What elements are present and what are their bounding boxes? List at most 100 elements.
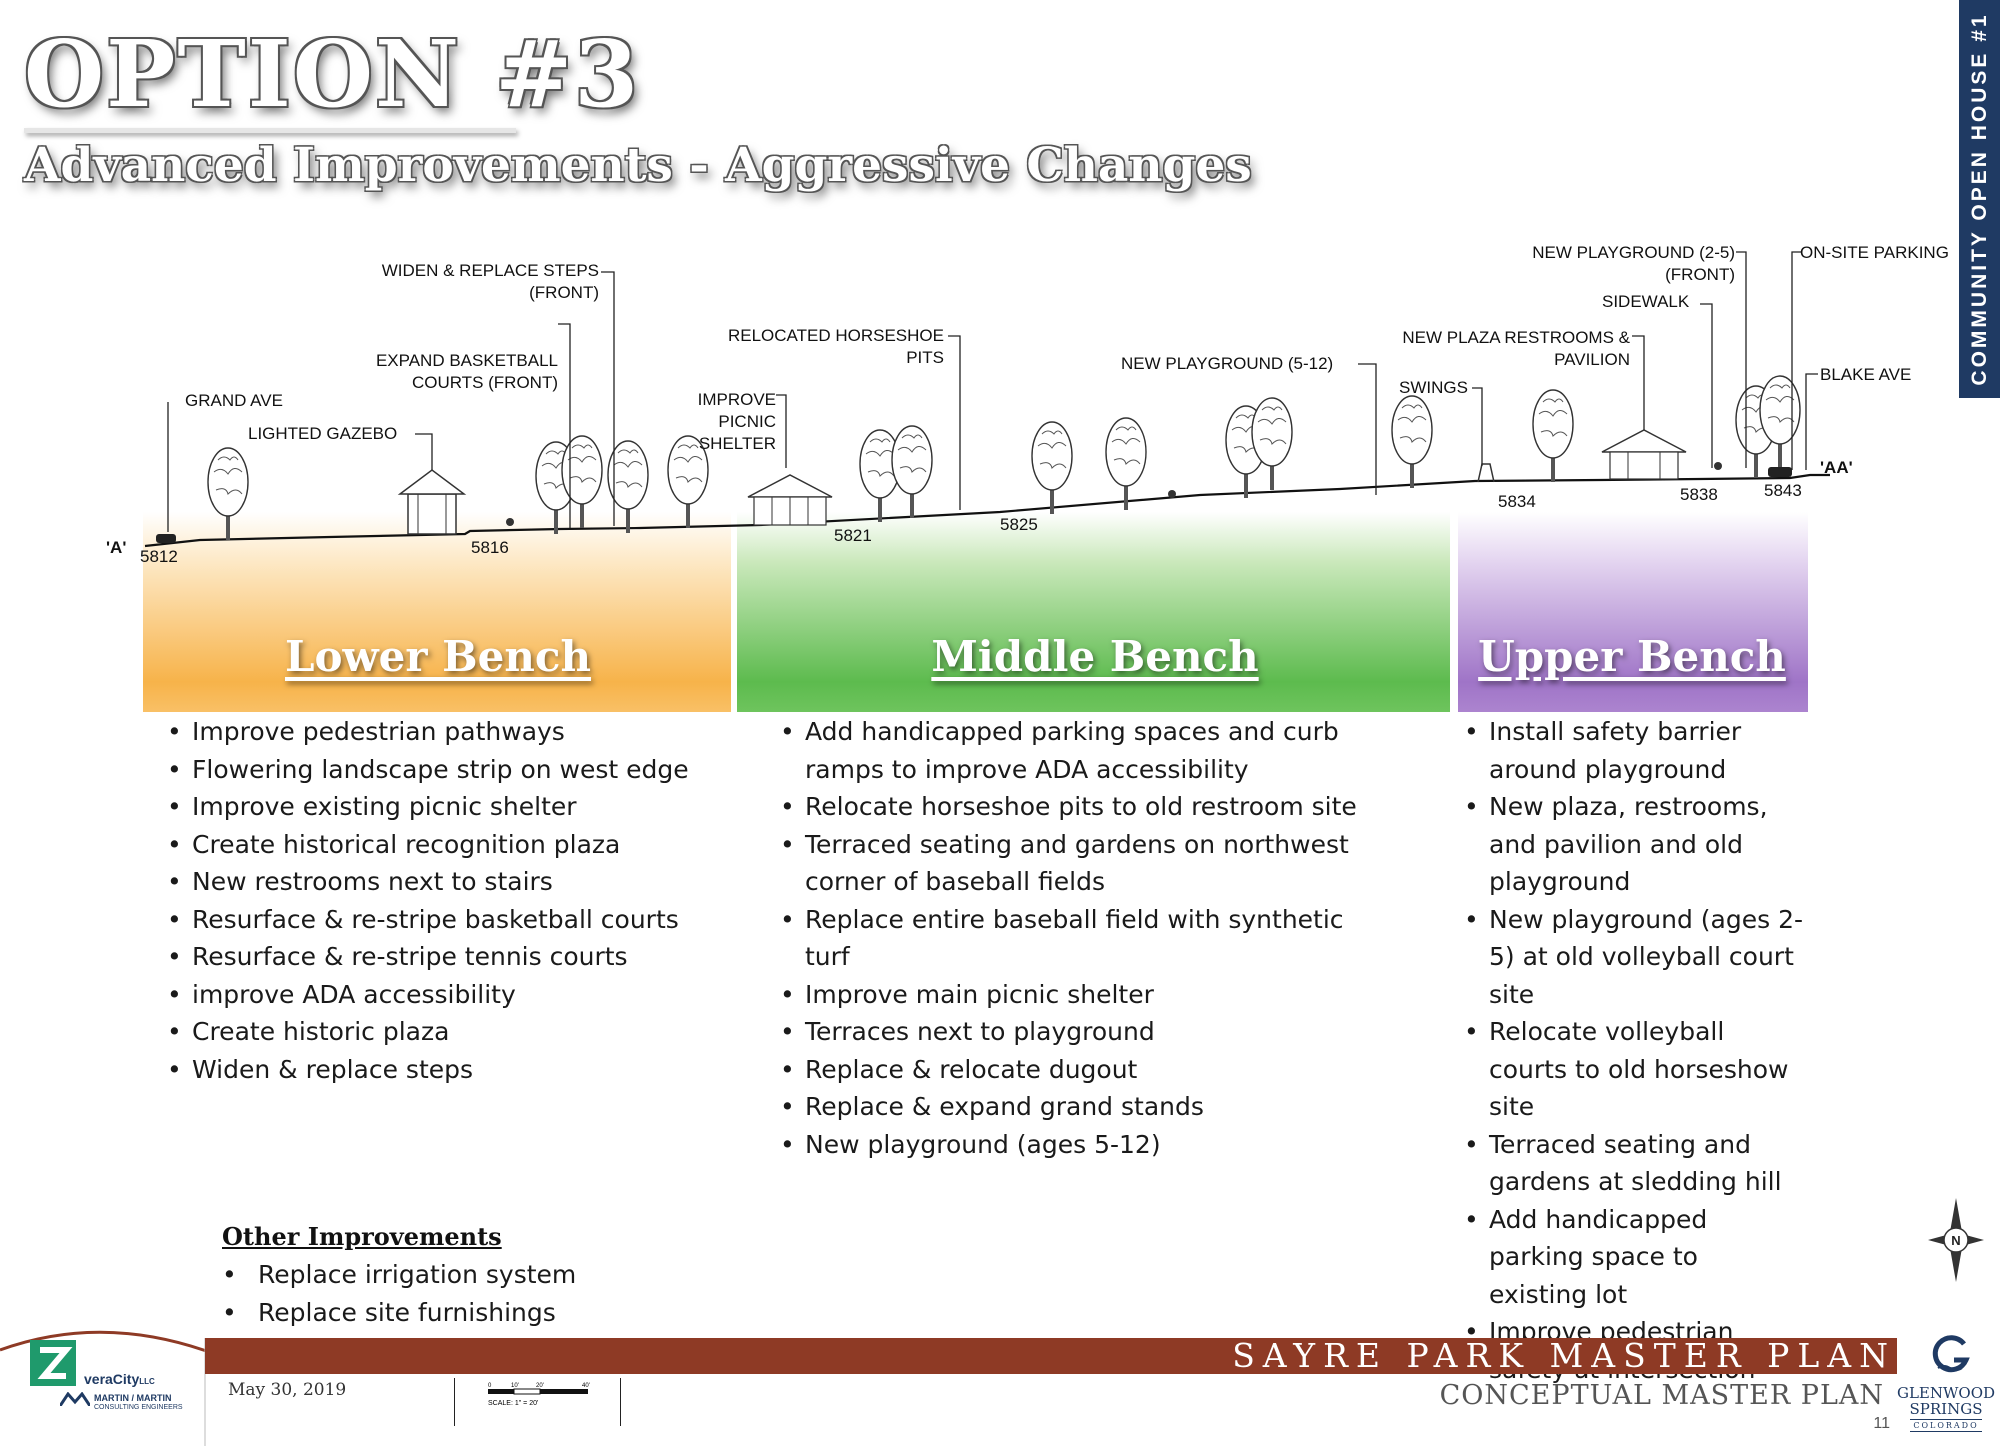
middle-bench-list: Add handicapped parking spaces and curb … <box>780 713 1380 1163</box>
list-item: Create historical recognition plaza <box>167 826 727 864</box>
glenwood-logo-icon <box>1932 1335 1970 1373</box>
scale-tick: 10' <box>511 1383 519 1389</box>
middle-bench-title: Middle Bench <box>931 632 1259 681</box>
divider <box>454 1378 455 1426</box>
list-item: Replace site furnishings <box>222 1294 576 1332</box>
middle-bench-band <box>737 512 1450 712</box>
list-item: Replace & relocate dugout <box>780 1051 1380 1089</box>
list-item: Improve existing picnic shelter <box>167 788 727 826</box>
tree-icon <box>561 435 603 529</box>
car-icon <box>1768 467 1792 477</box>
label-expand-basketball: EXPAND BASKETBALL COURTS (FRONT) <box>375 351 558 392</box>
page-subtitle: Advanced Improvements - Aggressive Chang… <box>24 138 1252 193</box>
scale-label: SCALE: 1" = 20' <box>488 1400 538 1407</box>
list-item: New playground (ages 5-12) <box>780 1126 1380 1164</box>
list-item: Replace irrigation system <box>222 1256 576 1294</box>
section-marker-a: 'A' <box>106 538 127 557</box>
martin-logo-icon <box>58 1391 92 1407</box>
tree-icon <box>1251 397 1293 491</box>
person-icon <box>1714 462 1722 470</box>
divider <box>620 1378 621 1426</box>
tree-icon <box>207 447 249 541</box>
lower-bench-list: Improve pedestrian pathways Flowering la… <box>167 713 727 1088</box>
tree-icon <box>1031 421 1073 515</box>
list-item: Create historic plaza <box>167 1013 727 1051</box>
z-logo-icon <box>30 1340 76 1386</box>
list-item: Terraced seating and gardens at sledding… <box>1464 1126 1804 1201</box>
list-item: New restrooms next to stairs <box>167 863 727 901</box>
other-improvements-title: Other Improvements <box>222 1222 502 1251</box>
label-new-plaza: NEW PLAZA RESTROOMS & PAVILION <box>1402 328 1630 369</box>
date: May 30, 2019 <box>228 1380 347 1400</box>
list-item: Add handicapped parking space to existin… <box>1464 1201 1804 1314</box>
list-item: Terraces next to playground <box>780 1013 1380 1051</box>
veracity-logo: veraCityLLC <box>84 1371 155 1387</box>
footer-bar <box>205 1338 1897 1374</box>
label-grand-ave: GRAND AVE <box>185 391 283 410</box>
elevation-label: 5821 <box>834 526 872 545</box>
list-item: New plaza, restrooms, and pavilion and o… <box>1464 788 1804 901</box>
glenwood-logo-text: GLENWOOD SPRINGS COLORADO <box>1896 1384 1996 1432</box>
label-widen-steps: WIDEN & REPLACE STEPS (FRONT) <box>381 261 599 302</box>
list-item: Resurface & re-stripe basketball courts <box>167 901 727 939</box>
page-title: OPTION #3 <box>24 20 641 128</box>
scale-tick: 20' <box>536 1383 544 1389</box>
label-new-playground-5-12: NEW PLAYGROUND (5-12) <box>1121 354 1334 373</box>
elevation-label: 5843 <box>1764 481 1802 500</box>
tree-icon <box>891 425 933 519</box>
north-arrow-icon: N <box>1928 1198 1984 1282</box>
list-item: Relocate horseshoe pits to old restroom … <box>780 788 1380 826</box>
site-section-drawing <box>144 251 1830 548</box>
list-item: Install safety barrier around playground <box>1464 713 1804 788</box>
label-lighted-gazebo: LIGHTED GAZEBO <box>248 424 398 443</box>
list-item: Relocate volleyball courts to old horses… <box>1464 1013 1804 1126</box>
side-tab: COMMUNITY OPEN HOUSE #1 <box>1959 0 2000 398</box>
gazebo-icon <box>397 469 467 535</box>
lower-bench-title: Lower Bench <box>284 632 592 681</box>
label-onsite-parking: ON-SITE PARKING <box>1800 243 1949 262</box>
tree-icon <box>1759 375 1801 469</box>
person-icon <box>1168 490 1176 498</box>
elevation-label: 5838 <box>1680 485 1718 504</box>
elevation-label: 5812 <box>140 547 178 566</box>
label-new-playground-2-5: NEW PLAYGROUND (2-5) (FRONT) <box>1532 243 1735 284</box>
tree-icon <box>1532 389 1574 483</box>
elevation-label: 5825 <box>1000 515 1038 534</box>
elevation-label: 5834 <box>1498 492 1536 511</box>
section-marker-aa: 'AA' <box>1820 458 1853 477</box>
leader-lines <box>167 251 1818 532</box>
elevation-label: 5816 <box>471 538 509 557</box>
compass-letter: N <box>1951 1233 1960 1248</box>
label-improve-picnic: IMPROVE PICNIC SHELTER <box>697 390 776 453</box>
scale-tick: 40' <box>582 1383 590 1389</box>
swings-icon <box>1477 463 1495 483</box>
other-improvements-list: Replace irrigation system Replace site f… <box>222 1256 576 1331</box>
tree-icon <box>1105 417 1147 511</box>
list-item: Widen & replace steps <box>167 1051 727 1089</box>
list-item: Replace entire baseball field with synth… <box>780 901 1380 976</box>
scale-tick: 0 <box>488 1383 492 1389</box>
martin-logo-text: MARTIN / MARTIN <box>94 1393 172 1403</box>
list-item: improve ADA accessibility <box>167 976 727 1014</box>
list-item: Flowering landscape strip on west edge <box>167 751 727 789</box>
ground-profile <box>144 473 1830 548</box>
list-item: Resurface & re-stripe tennis courts <box>167 938 727 976</box>
pavilion-icon <box>1601 429 1687 480</box>
footer-subtitle: CONCEPTUAL MASTER PLAN <box>1439 1380 1884 1411</box>
upper-bench-list: Install safety barrier around playground… <box>1464 713 1804 1388</box>
picnic-shelter-icon <box>747 474 833 526</box>
upper-bench-band <box>1458 512 1808 712</box>
car-icon <box>156 534 176 543</box>
lower-bench-band <box>143 512 731 712</box>
label-blake-ave: BLAKE AVE <box>1820 365 1912 384</box>
label-sidewalk: SIDEWALK <box>1602 292 1690 311</box>
martin-logo-subtext: CONSULTING ENGINEERS <box>94 1404 183 1411</box>
footer-title: SAYRE PARK MASTER PLAN <box>1232 1336 1896 1375</box>
list-item: Improve pedestrian pathways <box>167 713 727 751</box>
list-item: Improve main picnic shelter <box>780 976 1380 1014</box>
list-item: Terraced seating and gardens on northwes… <box>780 826 1380 901</box>
label-swings: SWINGS <box>1399 378 1468 397</box>
tree-icon <box>1391 395 1433 489</box>
label-relocated-horseshoe: RELOCATED HORSESHOE PITS <box>727 326 944 367</box>
list-item: Replace & expand grand stands <box>780 1088 1380 1126</box>
